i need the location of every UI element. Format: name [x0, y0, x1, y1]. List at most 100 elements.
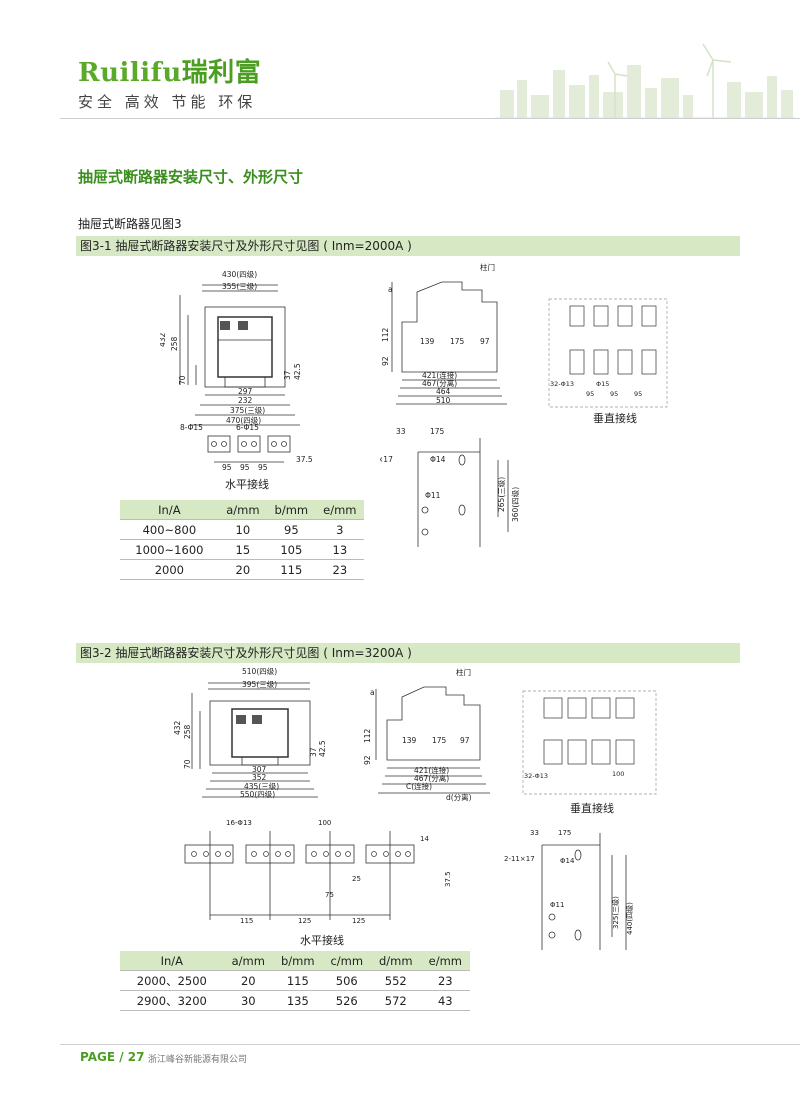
svg-text:Φ14: Φ14 — [430, 455, 446, 464]
svg-text:421(连接): 421(连接) — [422, 370, 457, 380]
svg-text:70: 70 — [178, 375, 187, 385]
table-cell: 2000、2500 — [120, 970, 224, 991]
svg-text:125: 125 — [298, 917, 311, 925]
svg-text:33: 33 — [396, 427, 406, 436]
svg-text:Φ14: Φ14 — [560, 857, 575, 865]
table-cell: 3 — [315, 519, 364, 540]
fig2-horizontal-wiring-label: 水平接线 — [300, 934, 344, 947]
fig2-spec-table: In/A a/mm b/mm c/mm d/mm e/mm 2000、2500 … — [120, 951, 470, 1011]
svg-text:25: 25 — [352, 875, 361, 883]
svg-text:95: 95 — [634, 390, 642, 398]
svg-text:360(四级): 360(四级) — [510, 487, 520, 522]
col-header: d/mm — [370, 951, 421, 971]
svg-text:37.5: 37.5 — [296, 455, 313, 464]
brand-logo: Ruilifu瑞利富 — [78, 52, 261, 89]
page-number: PAGE / 27 — [80, 1050, 145, 1064]
svg-text:Φ15: Φ15 — [596, 380, 609, 388]
svg-text:430(四级): 430(四级) — [222, 269, 257, 279]
svg-text:97: 97 — [480, 337, 490, 346]
svg-text:550(四级): 550(四级) — [240, 789, 275, 799]
svg-text:395(三级): 395(三级) — [242, 679, 277, 689]
table-cell: 135 — [272, 990, 323, 1011]
fig2-vertical-wiring-label: 垂直接线 — [570, 802, 614, 815]
svg-text:125: 125 — [352, 917, 365, 925]
svg-text:175: 175 — [558, 829, 571, 837]
svg-text:139: 139 — [402, 736, 417, 745]
table-cell: 2000 — [120, 559, 219, 580]
svg-text:14: 14 — [420, 835, 429, 843]
svg-text:258: 258 — [170, 336, 179, 351]
table-cell: 506 — [322, 970, 371, 991]
table-cell: 23 — [420, 970, 470, 991]
svg-text:265(三级): 265(三级) — [496, 477, 506, 512]
svg-text:70: 70 — [183, 759, 192, 769]
brand-slogan: 安全 高效 节能 环保 — [78, 93, 257, 111]
table-cell: 1000~1600 — [120, 539, 219, 560]
svg-text:115: 115 — [240, 917, 253, 925]
svg-text:440(四级): 440(四级) — [625, 902, 634, 935]
figure-3-1-caption: 图3-1 抽屉式断路器安装尺寸及外形尺寸见图 ( Inm=2000A ) — [76, 236, 740, 256]
table-cell: 43 — [420, 990, 470, 1011]
svg-text:95: 95 — [240, 463, 250, 472]
svg-text:175: 175 — [432, 736, 447, 745]
table-cell: 23 — [315, 559, 364, 580]
svg-text:325(三级): 325(三级) — [611, 896, 620, 929]
svg-text:42.5: 42.5 — [318, 740, 327, 757]
svg-text:16-Φ13: 16-Φ13 — [226, 819, 252, 827]
col-header: c/mm — [322, 951, 371, 971]
svg-text:432: 432 — [160, 332, 167, 347]
table-header-row: In/A a/mm b/mm e/mm — [120, 500, 364, 520]
col-header: a/mm — [223, 951, 273, 971]
section-title: 抽屉式断路器安装尺寸、外形尺寸 — [78, 168, 304, 186]
col-header: e/mm — [315, 500, 364, 520]
svg-text:37: 37 — [309, 747, 318, 757]
fig1-horizontal-wiring-label: 水平接线 — [225, 478, 269, 491]
svg-text:32-Φ13: 32-Φ13 — [550, 380, 574, 388]
table-row: 400~800 10 95 3 — [120, 519, 364, 540]
brand-name-en: Ruilifu — [78, 58, 182, 88]
svg-text:100: 100 — [612, 770, 624, 778]
table-row: 2000 20 115 23 — [120, 559, 364, 580]
col-header: b/mm — [272, 951, 323, 971]
table-cell: 95 — [267, 519, 316, 540]
table-cell: 13 — [315, 539, 364, 560]
fig1-spec-table: In/A a/mm b/mm e/mm 400~800 10 95 3 1000… — [120, 500, 364, 580]
col-header: b/mm — [267, 500, 316, 520]
svg-text:421(连接): 421(连接) — [414, 765, 449, 775]
table-cell: 115 — [267, 559, 316, 580]
table-cell: 30 — [223, 990, 273, 1011]
figure-3-2-caption: 图3-2 抽屉式断路器安装尺寸及外形尺寸见图 ( Inm=3200A ) — [76, 643, 740, 663]
svg-text:510: 510 — [436, 396, 451, 405]
fig1-vertical-wiring-label: 垂直接线 — [593, 412, 637, 425]
table-row: 1000~1600 15 105 13 — [120, 539, 364, 560]
table-cell: 105 — [267, 539, 316, 560]
table-cell: 400~800 — [120, 519, 219, 540]
svg-text:175: 175 — [430, 427, 445, 436]
svg-text:37.5: 37.5 — [444, 871, 452, 887]
svg-text:467(分离): 467(分离) — [422, 378, 457, 388]
col-header: In/A — [120, 951, 224, 971]
svg-text:375(三级): 375(三级) — [230, 405, 265, 415]
col-header: e/mm — [420, 951, 470, 971]
svg-text:510(四级): 510(四级) — [242, 666, 277, 676]
svg-text:232: 232 — [238, 396, 253, 405]
col-header: In/A — [120, 500, 219, 520]
svg-text:2-11×17: 2-11×17 — [380, 455, 393, 464]
svg-text:100: 100 — [318, 819, 331, 827]
svg-text:37: 37 — [283, 370, 292, 380]
svg-text:C(连接): C(连接) — [406, 781, 432, 791]
svg-text:112: 112 — [363, 728, 372, 743]
svg-text:464: 464 — [436, 387, 451, 396]
table-cell: 115 — [272, 970, 323, 991]
svg-text:95: 95 — [586, 390, 594, 398]
svg-text:92: 92 — [363, 755, 372, 765]
header-divider — [60, 118, 800, 119]
table-cell: 526 — [322, 990, 371, 1011]
company-name: 浙江峰谷新能源有限公司 — [148, 1055, 248, 1065]
footer-divider — [60, 1044, 800, 1045]
